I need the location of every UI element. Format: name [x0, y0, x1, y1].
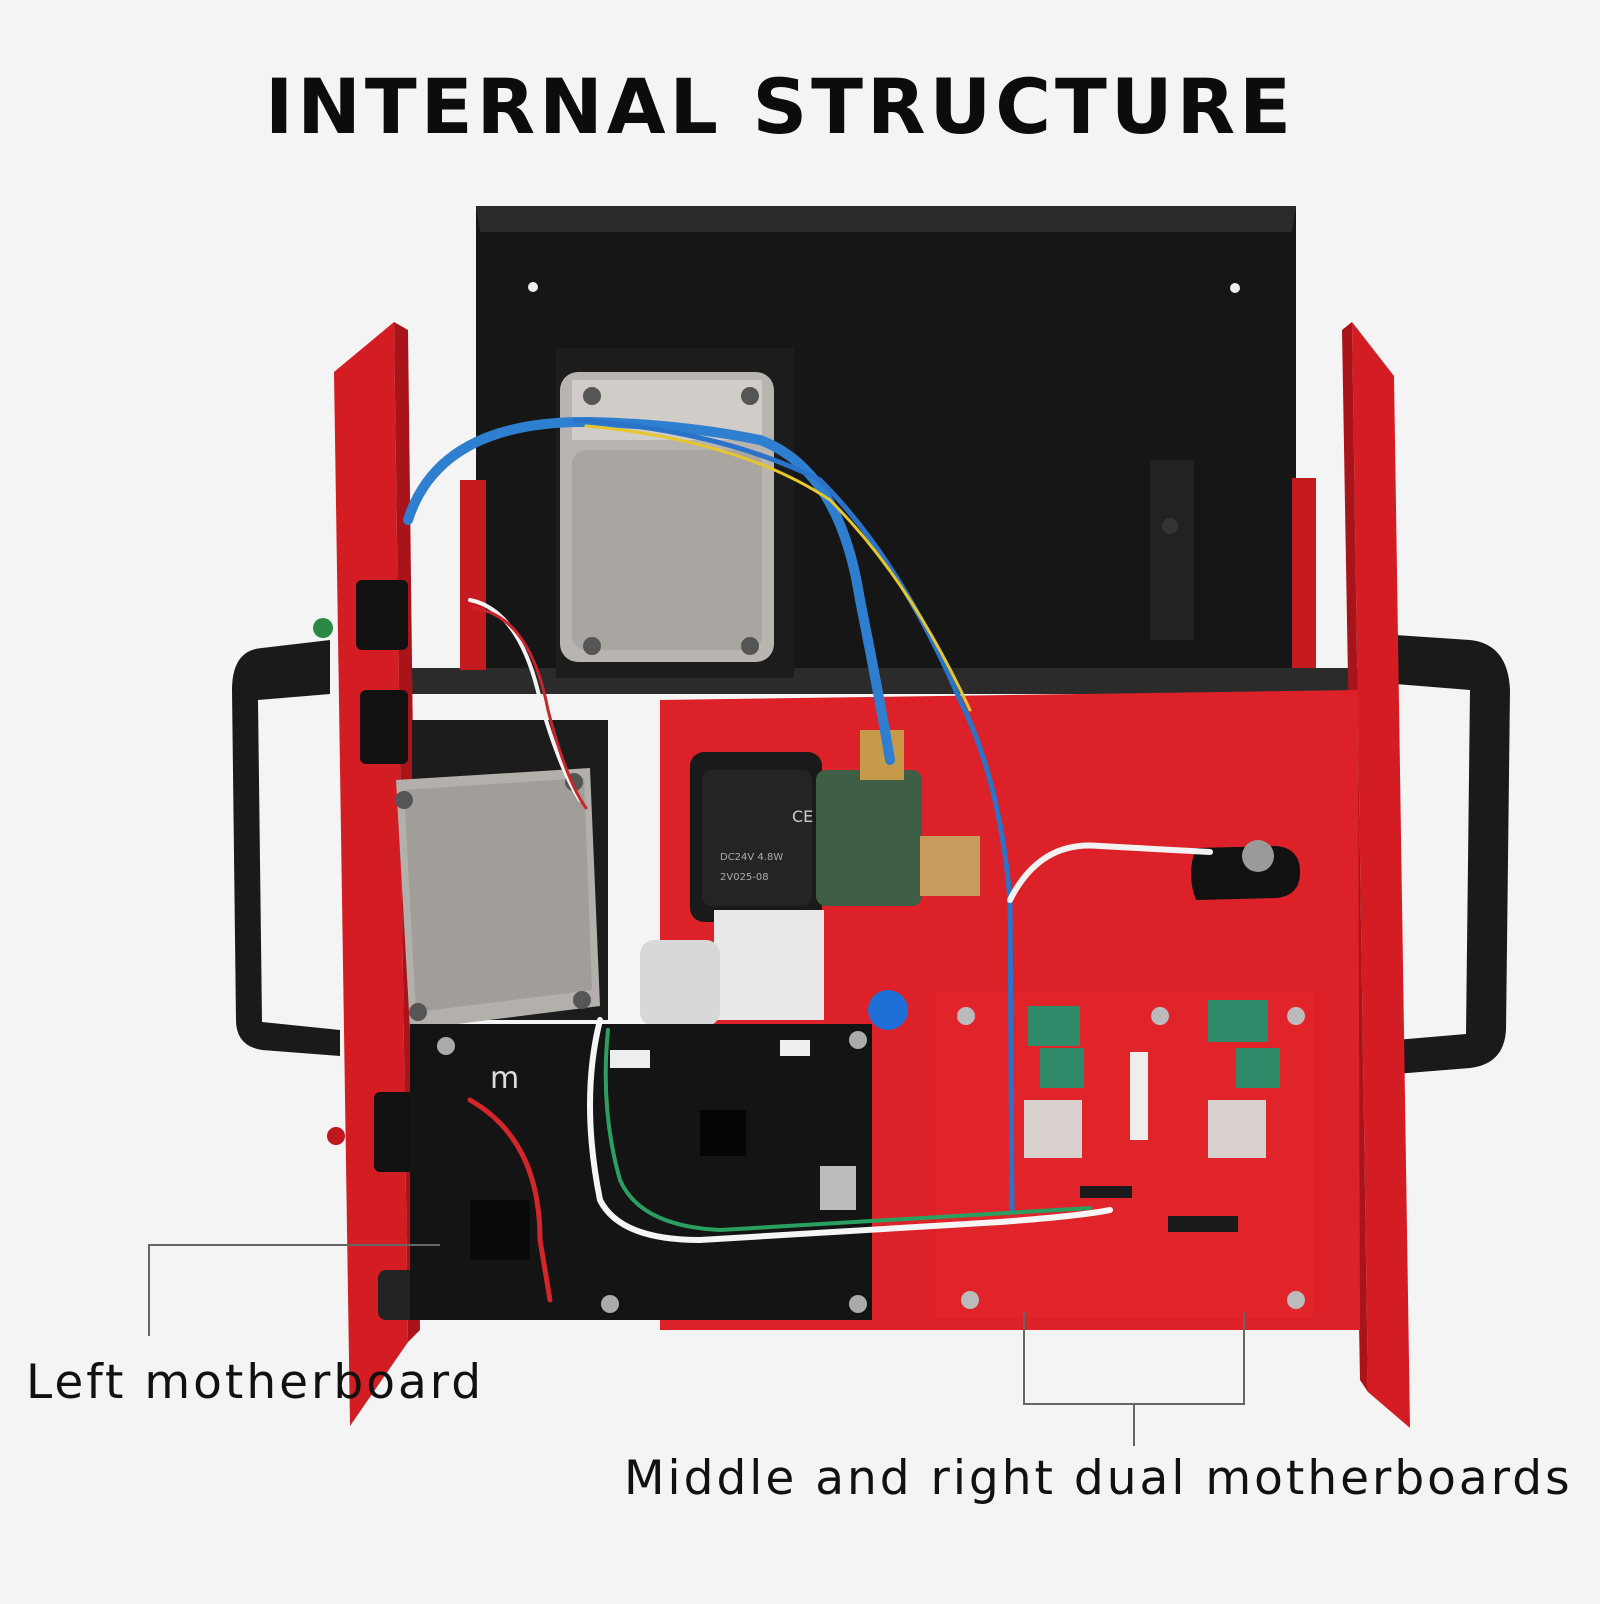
carry-handles	[232, 635, 1510, 1074]
valve-model-label: 2V025-08	[720, 872, 769, 883]
callout-leader-lines	[148, 1244, 1245, 1446]
pcb-logo-mark: m	[490, 1061, 519, 1096]
voltage-label: DC24V 4.8W	[720, 852, 783, 863]
solenoid-valve: CE DC24V 4.8W 2V025-08	[640, 730, 980, 1030]
callout-left-motherboard: Left motherboard	[26, 1355, 485, 1410]
lower-stepper-motor	[395, 720, 608, 1030]
callout-dual-motherboards: Middle and right dual motherboards	[624, 1451, 1573, 1506]
ce-mark: CE	[792, 807, 813, 826]
upper-stepper-motor	[556, 348, 794, 678]
dual-motherboards	[936, 992, 1314, 1318]
page-title: INTERNAL STRUCTURE	[264, 62, 1296, 151]
wiring-harness	[403, 416, 1213, 1303]
left-motherboard: m	[410, 1024, 872, 1320]
